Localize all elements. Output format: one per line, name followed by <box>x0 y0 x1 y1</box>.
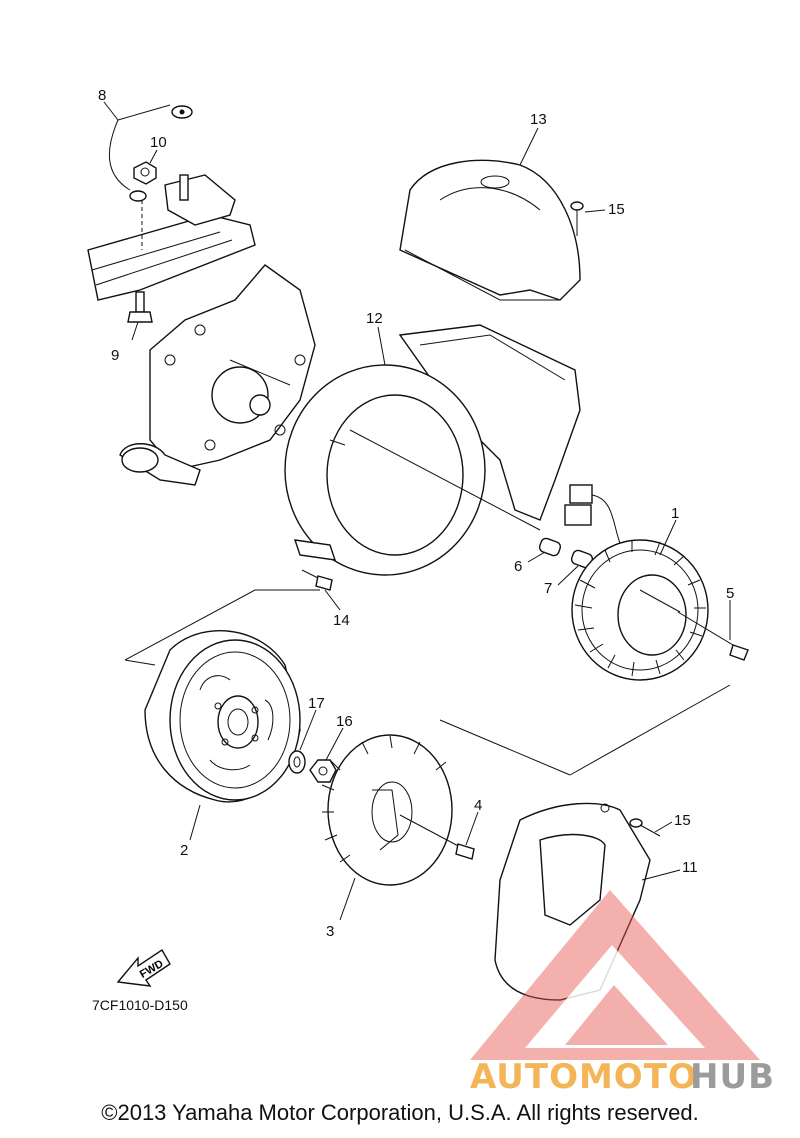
part-15-screw-top <box>570 201 584 236</box>
callout-3: 3 <box>326 923 334 940</box>
callout-15-top: 15 <box>608 201 625 218</box>
callout-10: 10 <box>150 134 167 151</box>
engine-bracket <box>87 174 256 301</box>
callout-2: 2 <box>180 842 188 859</box>
callout-1: 1 <box>671 505 679 522</box>
callout-17: 17 <box>308 695 325 712</box>
callout-leaders <box>103 101 731 921</box>
callout-6: 6 <box>514 558 522 575</box>
part-6-dowel <box>538 537 562 557</box>
fwd-arrow: FWD <box>116 949 171 987</box>
callout-11: 11 <box>682 859 698 876</box>
part-8-ground-lead <box>108 104 193 202</box>
callout-13: 13 <box>530 111 547 128</box>
callout-16: 16 <box>336 713 353 730</box>
callout-8: 8 <box>98 87 106 104</box>
part-12-fan-housing <box>284 324 581 576</box>
part-9-bolt <box>127 291 153 323</box>
part-10-nut <box>133 161 157 185</box>
part-13-top-cover <box>399 159 581 301</box>
callout-14: 14 <box>333 612 350 629</box>
part-16-nut <box>309 759 337 783</box>
part-3-cooling-fan <box>321 734 453 886</box>
logo-text-automoto: AUTOMOTO <box>470 1057 698 1097</box>
callout-4: 4 <box>474 797 482 814</box>
part-2-flywheel <box>144 630 301 803</box>
logo-text-hub: HUB <box>690 1057 775 1097</box>
callout-5: 5 <box>726 585 734 602</box>
fwd-label: FWD <box>138 958 166 981</box>
callout-12: 12 <box>366 310 383 327</box>
callout-7: 7 <box>544 580 552 597</box>
assembly-bracket-lines <box>124 589 731 776</box>
callout-9: 9 <box>111 347 119 364</box>
part-5-bolt <box>639 589 749 661</box>
automotohub-logo: AUTOMOTO HUB <box>470 890 775 1097</box>
part-4-bolt <box>399 814 475 860</box>
part-1-stator <box>571 539 709 681</box>
copyright-notice: ©2013 Yamaha Motor Corporation, U.S.A. A… <box>101 1100 699 1125</box>
crankcase-cover <box>119 264 316 486</box>
diagram-code: 7CF1010-D150 <box>92 997 188 1013</box>
logo-triangle-inner <box>525 945 705 1048</box>
logo-triangle-core <box>565 985 668 1045</box>
stator-connector <box>564 484 631 561</box>
callout-15-bottom: 15 <box>674 812 691 829</box>
part-15-screw-bottom <box>629 818 661 837</box>
part-17-washer <box>288 750 306 774</box>
callout-numbers: 8 10 9 13 15 12 1 5 6 7 14 17 16 2 3 4 1… <box>98 87 734 940</box>
part-14-bolt <box>301 569 333 591</box>
